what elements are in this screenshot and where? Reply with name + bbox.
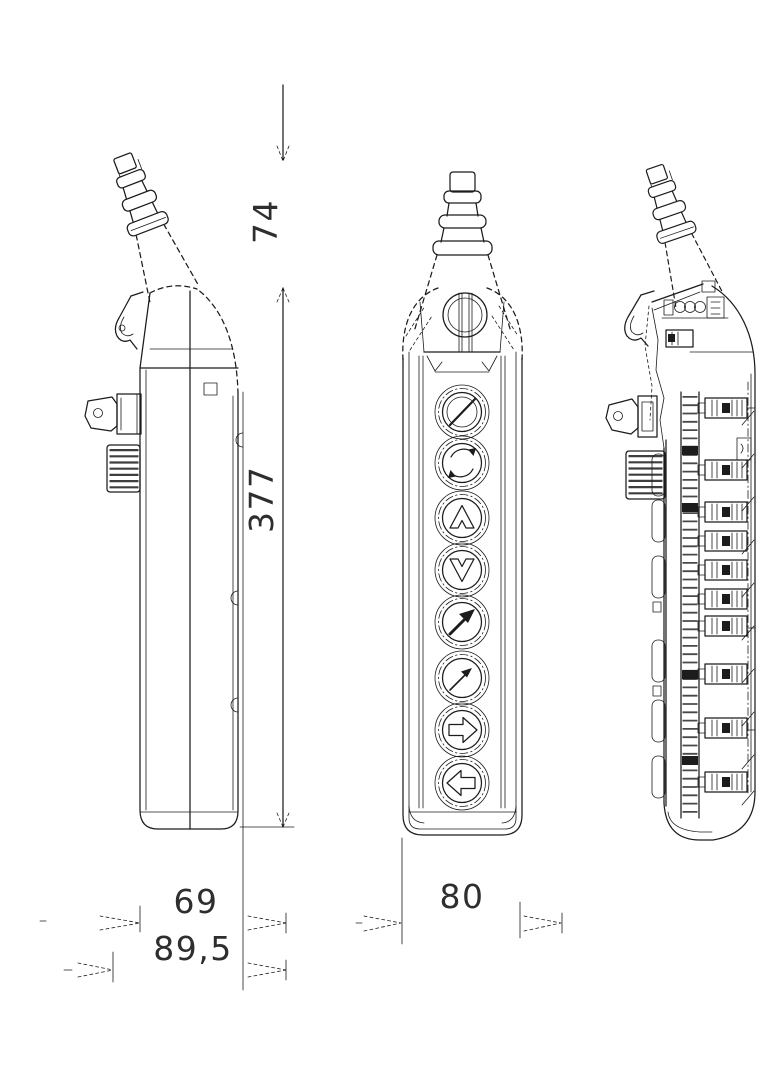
button-panel [426,355,498,811]
contact-block [697,771,748,793]
key-switch-side [84,393,142,435]
arrow-right-outline-icon [448,716,478,744]
button-diagonal-fast [434,594,490,650]
cable-gland-internal [629,158,723,307]
dimension-label-69: 69 [174,882,219,921]
contact-block [697,501,748,523]
view-side-internal [605,158,756,841]
dimension-label-74: 74 [246,199,285,244]
cable-gland-front [413,171,512,333]
dimensions: 74 377 69 89,5 [39,84,563,991]
actuator-rack [680,391,700,819]
contact-block [697,615,748,637]
double-arrow-up-icon [449,504,475,529]
guide-rail [651,439,667,807]
arrow-left-outline-icon [446,769,476,797]
dimension-label-80: 80 [440,877,485,916]
suspension-hook-internal [624,290,655,347]
double-arrow-down-icon [449,558,475,583]
dimension-gland-height: 74 [246,84,290,303]
dimension-label-89-5: 89,5 [153,929,232,968]
contact-block [697,663,748,685]
button-up [434,490,490,546]
dimension-body-length: 377 [239,287,295,828]
selector-knob-side [106,444,141,493]
contact-block [697,559,748,581]
dimension-label-377: 377 [242,466,281,534]
extension-arc [235,432,244,448]
cable-gland-side [96,146,199,303]
enclosure-side-outline [139,285,239,830]
key-switch-internal [605,395,658,438]
view-side-left [84,146,239,830]
contact-block [697,588,748,610]
contact-block [697,717,748,739]
button-right [434,702,490,758]
dimension-body-width: 80 [355,837,563,945]
view-front [402,171,523,836]
dimension-body-depth: 69 [39,882,287,934]
button-emergency-stop [434,384,490,440]
enclosure-internal-outline [644,280,756,841]
button-rotate [434,435,490,491]
contact-block [697,397,748,419]
button-diagonal-slow [434,650,490,706]
internal-top-mechanism [661,296,754,353]
suspension-hook [114,291,144,350]
contact-block-stack [697,397,756,793]
contact-block [697,530,748,552]
button-left [434,755,490,811]
contact-block [697,459,748,481]
dimension-depth-with-selector: 89,5 [63,929,287,983]
button-down [434,542,490,598]
emergency-stop-slash-icon [448,397,477,427]
suspension-eye [419,292,505,353]
enclosure-front-outline [402,287,523,836]
selector-knob-internal [625,450,666,500]
